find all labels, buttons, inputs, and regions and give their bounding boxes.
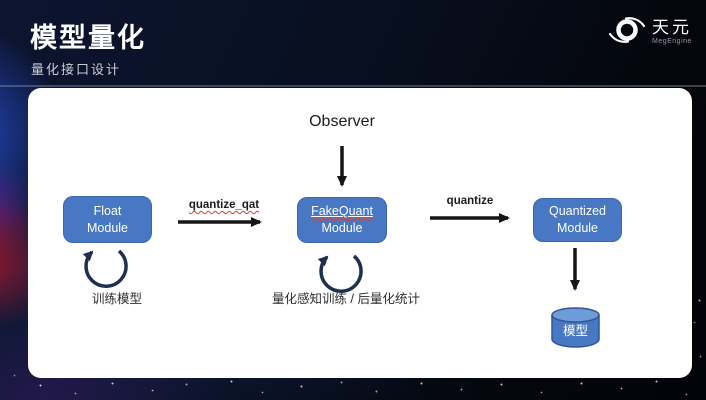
model-store-label: 模型 [562, 324, 588, 338]
node-fakequant-module: FakeQuant Module [297, 197, 387, 243]
node-label-line1: Float [93, 203, 122, 218]
node-label-line2: Module [557, 221, 598, 235]
star-field [0, 0, 1, 1]
brand-name: 天元 [652, 18, 692, 38]
content-panel: Observer Float Module FakeQuant Module Q… [28, 88, 692, 378]
observer-label: Observer [309, 113, 375, 130]
edge-label-quantize: quantize [446, 195, 494, 207]
header-divider [0, 85, 706, 87]
loop-label-train: 训练模型 [91, 292, 142, 306]
node-float-module: Float Module [63, 196, 152, 243]
loop-label-qat-stats: 量化感知训练 / 后量化统计 [272, 292, 420, 306]
node-quantized-module: Quantized Module [533, 198, 622, 242]
page-subtitle: 量化接口设计 [31, 62, 122, 77]
node-label-line2: Module [87, 220, 128, 235]
edge-label-quantize-qat: quantize_qat [188, 199, 260, 211]
node-label-line1: FakeQuant [311, 204, 373, 219]
page-title: 模型量化 [30, 23, 146, 53]
megengine-logo: 天元 MegEngine [607, 13, 692, 52]
model-database-icon: 模型 [551, 307, 600, 348]
brand-subname: MegEngine [652, 38, 692, 46]
node-label-line2: Module [321, 221, 363, 235]
megengine-swirl-icon [607, 13, 647, 52]
node-label-line1: Quantized [549, 204, 606, 219]
